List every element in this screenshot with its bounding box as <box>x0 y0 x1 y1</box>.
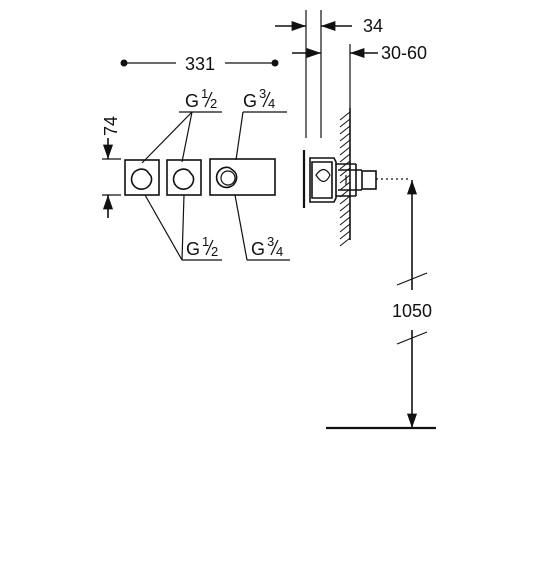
wall-hatch-line <box>339 125 351 135</box>
connection-denominator: 4 <box>276 244 283 259</box>
wall-hatch-line <box>339 209 351 219</box>
wall-hatch-line <box>339 174 351 184</box>
front-view <box>124 158 276 196</box>
mixer-body <box>209 158 276 196</box>
wall-hatch-line <box>339 237 351 247</box>
wall-section <box>339 108 351 247</box>
dimension-floor-height-label: 1050 <box>392 301 432 321</box>
connection-denominator: 2 <box>210 96 217 111</box>
connection-numerator: 1 <box>201 86 208 101</box>
knob-1-dial-icon <box>130 168 153 190</box>
wall-hatch-line <box>339 216 351 226</box>
connection-numerator: 1 <box>202 234 209 249</box>
connection-prefix: G <box>251 239 265 259</box>
control-knob-1 <box>124 159 160 196</box>
dimension-wall-offset: 34 <box>275 10 383 138</box>
connection-prefix: G <box>186 239 200 259</box>
knob-2-dial-icon <box>172 168 195 190</box>
mixer-dial-icon <box>215 166 238 189</box>
connection-label-bottom-left: G 1 2 <box>186 234 218 259</box>
connection-prefix: G <box>243 91 257 111</box>
dimension-wall-depth: 30-60 <box>292 43 427 108</box>
connection-label-bottom-right: G 3 4 <box>251 234 283 259</box>
valve-side-view <box>302 150 409 208</box>
wall-hatch-line <box>339 160 351 170</box>
dimension-floor-height: 1050 <box>392 180 432 428</box>
connection-label-top-left: G 1 2 <box>185 86 217 111</box>
dimension-total-width-label: 331 <box>185 54 215 74</box>
wall-hatch-line <box>339 139 351 149</box>
dimension-wall-offset-label: 34 <box>363 16 383 36</box>
connection-numerator: 3 <box>267 234 274 249</box>
wall-hatch-line <box>339 132 351 142</box>
connection-numerator: 3 <box>259 86 266 101</box>
connection-denominator: 2 <box>211 244 218 259</box>
wall-hatch-line <box>339 153 351 163</box>
connection-denominator: 4 <box>268 96 275 111</box>
leader-lines <box>141 111 290 261</box>
wall-hatch-line <box>339 223 351 233</box>
connection-prefix: G <box>185 91 199 111</box>
wall-hatch-line <box>339 181 351 191</box>
wall-hatch-line <box>339 146 351 156</box>
wall-hatch-line <box>339 230 351 240</box>
dimension-total-width: 331 <box>120 54 279 74</box>
dimension-plate-height-label: 74 <box>101 116 121 136</box>
dimension-plate-height: 74 <box>101 116 121 218</box>
wall-hatch-line <box>339 202 351 212</box>
wall-hatch-line <box>339 118 351 128</box>
wall-hatch-line <box>339 111 351 121</box>
wall-hatch-line <box>339 195 351 205</box>
connection-label-top-right: G 3 4 <box>243 86 275 111</box>
dimension-wall-depth-label: 30-60 <box>381 43 427 63</box>
